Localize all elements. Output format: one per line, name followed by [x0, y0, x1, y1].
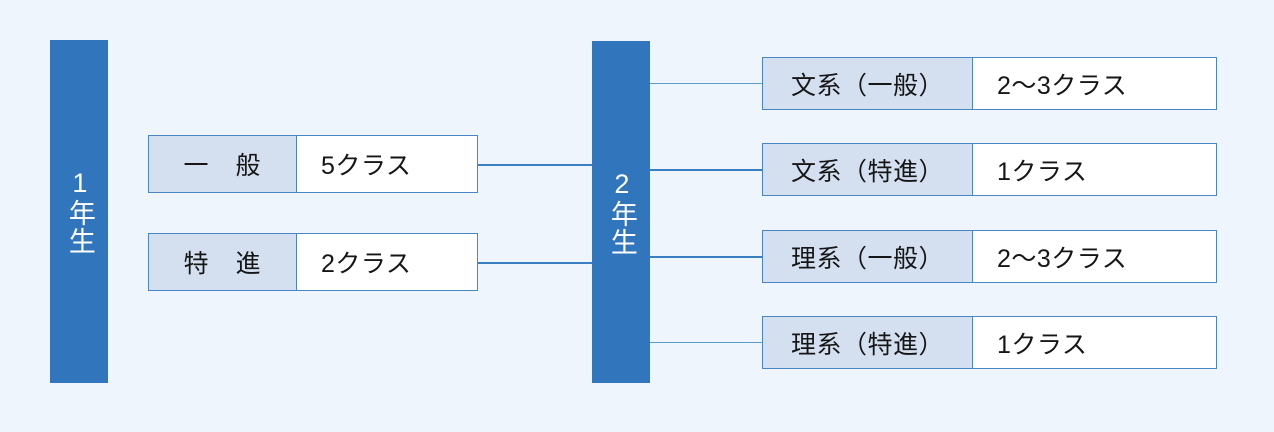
connector-year2-to-science-advanced: [650, 342, 762, 343]
year1-course-classes-advanced: 2クラス: [297, 234, 477, 290]
year2-course-classes-science-advanced: 1クラス: [973, 317, 1216, 368]
year2-course-name-science-general: 理系（一般）: [763, 231, 973, 282]
year1-course-box-advanced: 特 進 2クラス: [148, 233, 478, 291]
year1-course-name-general: 一 般: [149, 136, 297, 192]
connector-year2-to-humanities-advanced: [650, 169, 762, 171]
year1-course-box-general: 一 般 5クラス: [148, 135, 478, 193]
year2-course-name-humanities-advanced: 文系（特進）: [763, 144, 973, 195]
year2-course-box-humanities-advanced: 文系（特進） 1クラス: [762, 143, 1217, 196]
year2-course-name-science-advanced: 理系（特進）: [763, 317, 973, 368]
year2-course-box-science-general: 理系（一般） 2〜3クラス: [762, 230, 1217, 283]
year2-course-box-science-advanced: 理系（特進） 1クラス: [762, 316, 1217, 369]
year2-course-classes-humanities-general: 2〜3クラス: [973, 58, 1216, 109]
year2-bar: 2年生: [592, 41, 650, 383]
year2-course-classes-humanities-advanced: 1クラス: [973, 144, 1216, 195]
year1-label: 1年生: [64, 168, 95, 255]
connector-year2-to-humanities-general: [650, 83, 762, 84]
year1-course-name-advanced: 特 進: [149, 234, 297, 290]
year2-course-box-humanities-general: 文系（一般） 2〜3クラス: [762, 57, 1217, 110]
connector-year2-to-science-general: [650, 256, 762, 258]
year2-label: 2年生: [606, 168, 637, 256]
year2-course-name-humanities-general: 文系（一般）: [763, 58, 973, 109]
connector-advanced-to-year2: [478, 262, 594, 264]
year2-course-classes-science-general: 2〜3クラス: [973, 231, 1216, 282]
year1-bar: 1年生: [50, 40, 108, 383]
year1-course-classes-general: 5クラス: [297, 136, 477, 192]
connector-general-to-year2: [478, 164, 594, 166]
